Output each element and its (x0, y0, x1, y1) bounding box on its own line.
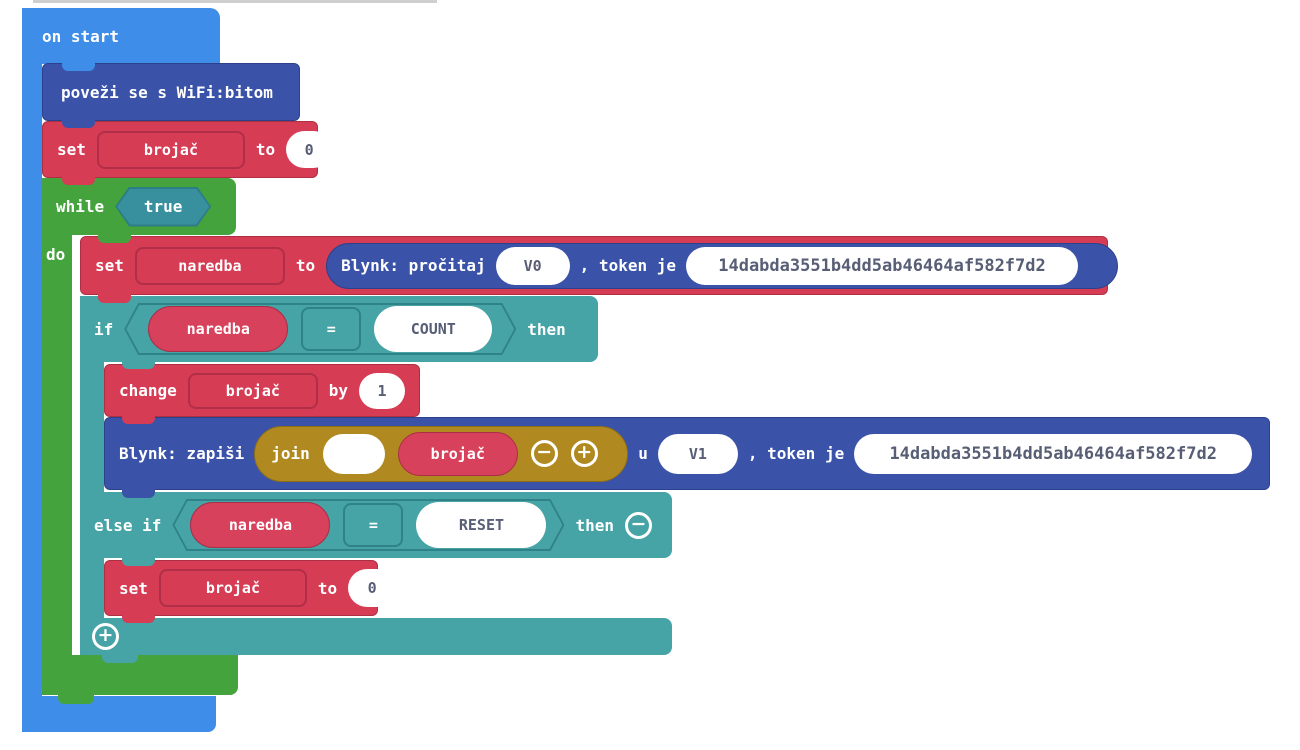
notch-tab (122, 415, 155, 424)
notch-tab (62, 176, 95, 185)
to-keyword: to (255, 140, 276, 159)
top-scroll-strip (33, 0, 437, 3)
wifi-connect-block[interactable]: poveži se s WiFi:bitom (42, 63, 300, 121)
change-counter-block[interactable]: change brojač by 1 (104, 364, 420, 417)
notch-tab (122, 360, 155, 369)
notch-tab (98, 294, 131, 303)
token-input[interactable]: 14dabda3551b4dd5ab46464af582f7d2 (854, 433, 1253, 474)
join-remove-icon[interactable]: − (530, 440, 558, 467)
then-keyword: then (527, 319, 566, 339)
token-input[interactable]: 14dabda3551b4dd5ab46464af582f7d2 (686, 246, 1078, 285)
value-input[interactable]: 1 (359, 372, 406, 409)
variable-field[interactable]: brojač (158, 569, 307, 607)
set-counter-init-block[interactable]: set brojač to 0 (42, 121, 333, 178)
notch-tab (62, 62, 95, 71)
notch-tab (98, 234, 131, 243)
set-keyword: set (119, 578, 148, 598)
set-keyword: set (57, 140, 86, 159)
while-condition[interactable]: true (115, 187, 211, 227)
while-keyword: while (56, 197, 105, 216)
on-start-spine (22, 8, 42, 732)
by-keyword: by (328, 381, 349, 400)
compare-value-input[interactable]: COUNT (374, 306, 492, 352)
token-keyword: , token je (579, 256, 676, 275)
else-if-block[interactable]: else if naredba = RESET then − (80, 492, 672, 558)
set-counter-reset-block[interactable]: set brojač to 0 (104, 560, 397, 616)
variable-reporter[interactable]: naredba (190, 502, 330, 548)
notch-tab (122, 614, 155, 623)
else-if-keyword: else if (94, 515, 162, 535)
remove-branch-icon[interactable]: − (624, 511, 652, 539)
variable-field[interactable]: naredba (134, 246, 285, 285)
variable-reporter[interactable]: brojač (397, 431, 518, 476)
then-keyword: then (575, 515, 614, 535)
join-add-icon[interactable]: + (570, 440, 598, 467)
while-spine (42, 178, 72, 695)
join-keyword: join (271, 444, 310, 463)
variable-field[interactable]: brojač (187, 372, 318, 409)
if-keyword: if (94, 319, 114, 339)
if-bottom-bar: + (80, 618, 672, 655)
notch-tab (62, 119, 95, 128)
on-start-label: on start (42, 26, 120, 46)
blynk-read-label: Blynk: pročitaj (341, 256, 486, 275)
on-start-block[interactable]: on start (22, 8, 220, 64)
blynk-read-reporter[interactable]: Blynk: pročitaj V0 , token je 14dabda355… (326, 242, 1119, 289)
wifi-connect-label: poveži se s WiFi:bitom (61, 82, 273, 102)
else-if-comparison[interactable]: naredba = RESET (172, 499, 564, 551)
variable-reporter[interactable]: naredba (148, 306, 288, 352)
notch-tab (102, 653, 138, 663)
blynk-write-label: Blynk: zapiši (119, 444, 245, 463)
variable-field[interactable]: brojač (96, 130, 245, 169)
on-start-bottom-bar (22, 696, 216, 732)
blynk-write-block[interactable]: Blynk: zapiši join brojač − + u V1 , tok… (104, 417, 1270, 490)
u-keyword: u (638, 444, 648, 463)
pin-input[interactable]: V0 (495, 246, 570, 285)
operator-dropdown[interactable]: = (301, 307, 361, 351)
notch-tab (122, 489, 155, 498)
if-block[interactable]: if naredba = COUNT then (80, 296, 598, 362)
to-keyword: to (317, 578, 338, 598)
compare-value-input[interactable]: RESET (416, 502, 546, 548)
true-boolean[interactable]: true (117, 189, 209, 225)
set-keyword: set (95, 256, 124, 275)
set-command-block[interactable]: set naredba to Blynk: pročitaj V0 , toke… (80, 236, 1119, 295)
do-keyword: do (46, 244, 66, 264)
join-arg1-input[interactable] (322, 433, 385, 474)
notch-tab (122, 557, 155, 566)
change-keyword: change (119, 381, 177, 400)
token-keyword: , token je (747, 444, 845, 463)
join-reporter[interactable]: join brojač − + (254, 425, 629, 482)
value-input[interactable]: 0 (348, 569, 397, 607)
value-input[interactable]: 0 (286, 131, 333, 168)
while-bottom-bar (42, 655, 238, 695)
add-branch-icon[interactable]: + (92, 623, 119, 650)
notch-tab (58, 694, 94, 704)
to-keyword: to (295, 256, 316, 275)
if-comparison[interactable]: naredba = COUNT (124, 303, 516, 355)
pin-input[interactable]: V1 (657, 433, 738, 474)
operator-dropdown[interactable]: = (343, 503, 403, 547)
while-block[interactable]: while true (42, 178, 236, 235)
